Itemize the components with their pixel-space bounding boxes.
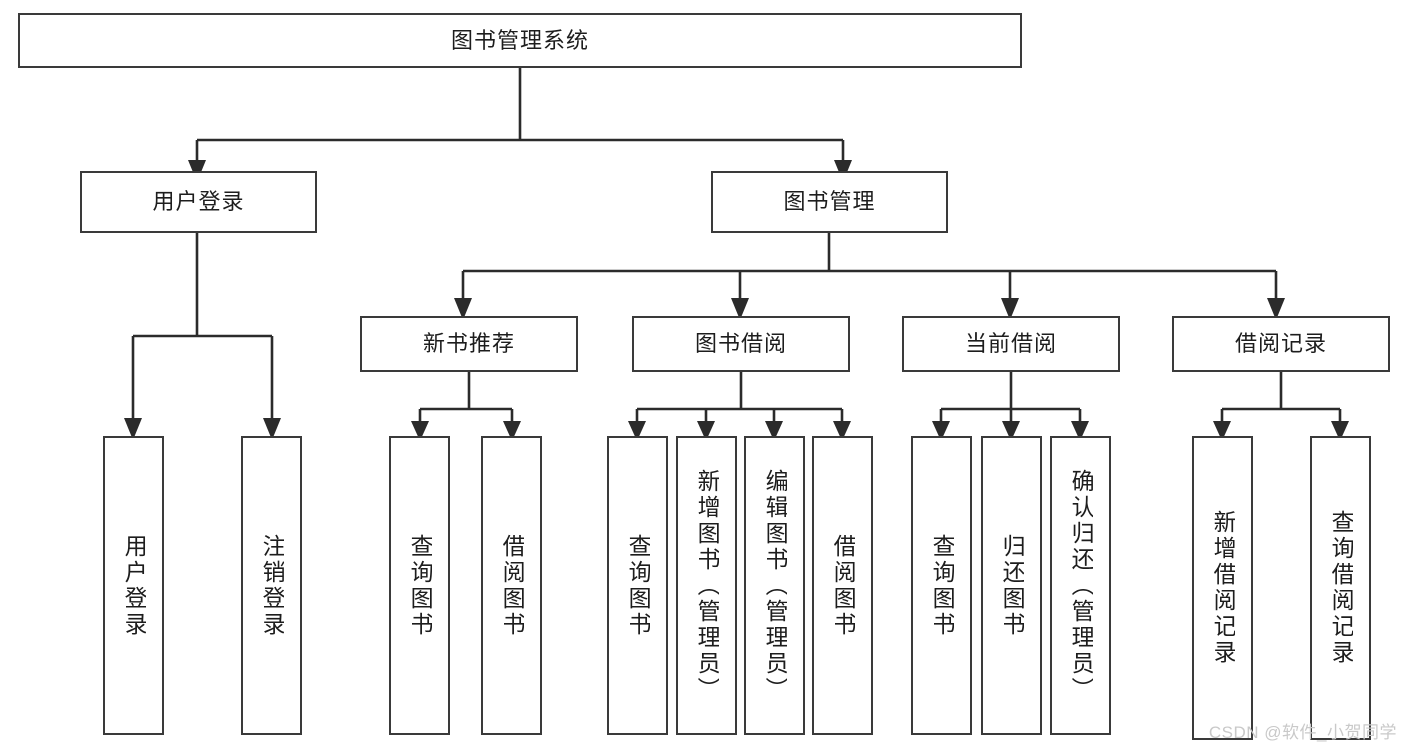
node-label: 当前借阅 (964, 331, 1057, 357)
leaf-query-book-current[interactable]: 查询图书 (911, 436, 972, 735)
leaf-add-borrow-record[interactable]: 新增借阅记录 (1192, 436, 1253, 740)
watermark-text: CSDN @软件_小贺同学 (1208, 723, 1397, 742)
node-label: 用户登录 (152, 189, 245, 215)
node-label: 确认归还（管理员） (1068, 468, 1094, 703)
leaf-add-book-admin[interactable]: 新增图书（管理员） (676, 436, 737, 735)
leaf-edit-book-admin[interactable]: 编辑图书（管理员） (744, 436, 805, 735)
node-borrow-records[interactable]: 借阅记录 (1172, 316, 1390, 372)
node-label: 新增借阅记录 (1210, 510, 1236, 666)
node-label: 新增图书（管理员） (694, 468, 720, 703)
node-root[interactable]: 图书管理系统 (18, 13, 1022, 68)
node-label: 借阅记录 (1234, 331, 1327, 357)
node-label: 用户登录 (121, 533, 147, 638)
node-label: 查询图书 (625, 533, 651, 638)
node-label: 编辑图书（管理员） (762, 468, 788, 703)
node-label: 查询图书 (929, 533, 955, 638)
leaf-query-borrow-record[interactable]: 查询借阅记录 (1310, 436, 1371, 740)
node-label: 图书管理系统 (450, 27, 589, 53)
leaf-borrow-book-recommend[interactable]: 借阅图书 (481, 436, 542, 735)
leaf-return-book[interactable]: 归还图书 (981, 436, 1042, 735)
node-label: 图书借阅 (694, 331, 787, 357)
node-label: 归还图书 (999, 533, 1025, 638)
node-book-borrow[interactable]: 图书借阅 (632, 316, 850, 372)
leaf-user-login[interactable]: 用户登录 (103, 436, 164, 735)
node-label: 注销登录 (259, 533, 285, 638)
leaf-confirm-return-admin[interactable]: 确认归还（管理员） (1050, 436, 1111, 735)
node-label: 借阅图书 (830, 533, 856, 638)
node-label: 新书推荐 (422, 331, 515, 357)
node-label: 查询图书 (407, 533, 433, 638)
node-user-login[interactable]: 用户登录 (80, 171, 317, 233)
node-current-borrow[interactable]: 当前借阅 (902, 316, 1120, 372)
node-label: 查询借阅记录 (1328, 510, 1354, 666)
node-new-book-recommend[interactable]: 新书推荐 (360, 316, 578, 372)
node-book-management[interactable]: 图书管理 (711, 171, 948, 233)
node-label: 借阅图书 (499, 533, 525, 638)
leaf-query-book-recommend[interactable]: 查询图书 (389, 436, 450, 735)
leaf-query-book-borrow[interactable]: 查询图书 (607, 436, 668, 735)
leaf-borrow-book[interactable]: 借阅图书 (812, 436, 873, 735)
node-label: 图书管理 (783, 189, 876, 215)
leaf-logout[interactable]: 注销登录 (241, 436, 302, 735)
